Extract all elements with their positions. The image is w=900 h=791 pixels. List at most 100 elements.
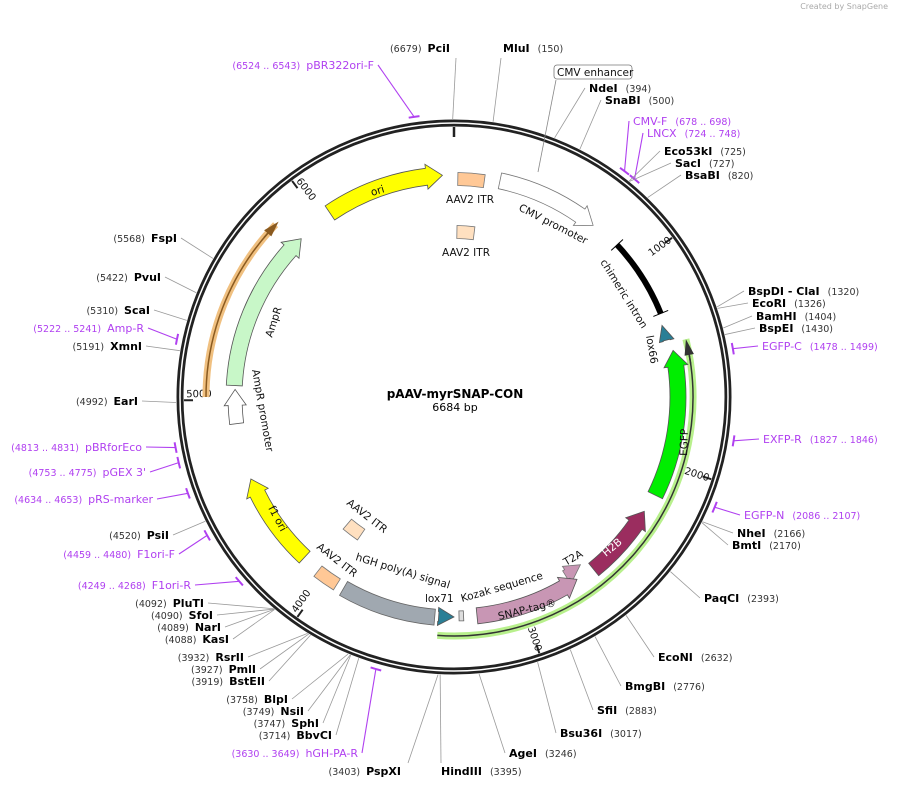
site-text[interactable]: NheI(2166) — [737, 527, 805, 540]
site-label[interactable]: BamHI(1404) — [756, 310, 836, 323]
primer-label[interactable]: EXFP-R(1827 .. 1846) — [763, 433, 878, 446]
site-text[interactable]: AgeI(3246) — [509, 747, 577, 760]
site-label[interactable]: BsaBI(820) — [685, 169, 753, 182]
primer-label[interactable]: (3630 .. 3649)hGH-PA-R — [232, 747, 359, 760]
site-text[interactable]: Bsu36I(3017) — [560, 727, 642, 740]
site-label[interactable]: (5422)PvuI — [96, 271, 161, 284]
site-label[interactable]: (5568)FspI — [113, 232, 177, 245]
primer-text[interactable]: EXFP-R(1827 .. 1846) — [763, 433, 878, 446]
site-label[interactable]: (4520)PsiI — [109, 529, 169, 542]
site-text[interactable]: SfiI(2883) — [597, 704, 657, 717]
site-text[interactable]: (4992)EarI — [76, 395, 138, 408]
site-text[interactable]: BspEI(1430) — [759, 322, 833, 335]
lox66-marker[interactable] — [658, 324, 675, 344]
site-text[interactable]: Eco53kI(725) — [664, 145, 746, 158]
primer-label[interactable]: (4459 .. 4480)F1ori-F — [63, 548, 175, 561]
primer-text[interactable]: CMV-F(678 .. 698) — [633, 115, 731, 128]
site-text[interactable]: BamHI(1404) — [756, 310, 836, 323]
site-text[interactable]: (5191)XmnI — [73, 340, 142, 353]
primer-text[interactable]: EGFP-C(1478 .. 1499) — [762, 340, 878, 353]
ampr-arrow[interactable] — [225, 238, 302, 387]
site-label[interactable]: (4088)KasI — [165, 633, 229, 646]
site-label[interactable]: (3758)BlpI — [226, 693, 288, 706]
site-text[interactable]: SacI(727) — [675, 157, 735, 170]
primer-text[interactable]: (4249 .. 4268)F1ori-R — [78, 579, 191, 592]
primer-label[interactable]: (4753 .. 4775)pGEX 3' — [29, 466, 146, 479]
site-label[interactable]: BmgBI(2776) — [625, 680, 705, 693]
site-text[interactable]: (3747)SphI — [254, 717, 319, 730]
site-text[interactable]: BspDI - ClaI(1320) — [748, 285, 859, 298]
site-label[interactable]: SnaBI(500) — [605, 94, 674, 107]
site-text[interactable]: MluI(150) — [503, 42, 563, 55]
primer-text[interactable]: (4634 .. 4653)pRS-marker — [14, 493, 153, 506]
primer-label[interactable]: (4634 .. 4653)pRS-marker — [14, 493, 153, 506]
primer-text[interactable]: (4753 .. 4775)pGEX 3' — [29, 466, 146, 479]
site-label[interactable]: (3403)PspXI — [329, 765, 401, 778]
site-text[interactable]: (6679)PciI — [390, 42, 450, 55]
site-label[interactable]: NheI(2166) — [737, 527, 805, 540]
site-label[interactable]: (3919)BstEII — [192, 675, 265, 688]
site-label[interactable]: (4089)NarI — [157, 621, 221, 634]
aav2-itr-box-3[interactable] — [342, 518, 366, 541]
primer-text[interactable]: (4459 .. 4480)F1ori-F — [63, 548, 175, 561]
site-text[interactable]: EcoRI(1326) — [752, 297, 826, 310]
kozak-box[interactable] — [458, 610, 465, 622]
site-text[interactable]: (3927)PmlI — [191, 663, 256, 676]
primer-text[interactable]: (6524 .. 6543)pBR322ori-F — [232, 59, 374, 72]
site-text[interactable]: (4520)PsiI — [109, 529, 169, 542]
site-text[interactable]: (3749)NsiI — [243, 705, 304, 718]
site-label[interactable]: MluI(150) — [503, 42, 563, 55]
site-label[interactable]: EcoNI(2632) — [658, 651, 732, 664]
aav2-itr-box-2[interactable] — [313, 565, 341, 591]
site-text[interactable]: (3932)RsrII — [178, 651, 244, 664]
primer-label[interactable]: (5222 .. 5241)Amp-R — [33, 322, 144, 335]
site-text[interactable]: (4092)PluTI — [135, 597, 204, 610]
site-text[interactable]: (5422)PvuI — [96, 271, 161, 284]
site-label[interactable]: SacI(727) — [675, 157, 735, 170]
primer-label[interactable]: (4249 .. 4268)F1ori-R — [78, 579, 191, 592]
site-label[interactable]: (3714)BbvCI — [259, 729, 332, 742]
site-text[interactable]: HindIII(3395) — [441, 765, 522, 778]
hgh-polya-box[interactable] — [338, 580, 436, 626]
site-text[interactable]: EcoNI(2632) — [658, 651, 732, 664]
primer-label[interactable]: CMV-F(678 .. 698) — [633, 115, 731, 128]
site-label[interactable]: (4092)PluTI — [135, 597, 204, 610]
site-label[interactable]: (4090)SfoI — [151, 609, 213, 622]
site-label[interactable]: NdeI(394) — [589, 82, 651, 95]
primer-text[interactable]: (3630 .. 3649)hGH-PA-R — [232, 747, 359, 760]
site-text[interactable]: (5568)FspI — [113, 232, 177, 245]
site-text[interactable]: (4089)NarI — [157, 621, 221, 634]
site-label[interactable]: BspDI - ClaI(1320) — [748, 285, 859, 298]
site-text[interactable]: (3714)BbvCI — [259, 729, 332, 742]
f1-ori-arrow[interactable] — [246, 478, 311, 564]
primer-text[interactable]: (4813 .. 4831)pBRforEco — [11, 441, 142, 454]
primer-label[interactable]: (6524 .. 6543)pBR322ori-F — [232, 59, 374, 72]
site-label[interactable]: (4992)EarI — [76, 395, 138, 408]
site-text[interactable]: NdeI(394) — [589, 82, 651, 95]
egfp-arrow[interactable] — [647, 349, 689, 500]
primer-label[interactable]: LNCX(724 .. 748) — [647, 127, 740, 140]
site-label[interactable]: AgeI(3246) — [509, 747, 577, 760]
aav2-itr-inner-box[interactable] — [456, 225, 476, 241]
site-text[interactable]: PaqCI(2393) — [704, 592, 779, 605]
site-label[interactable]: (6679)PciI — [390, 42, 450, 55]
site-label[interactable]: (3749)NsiI — [243, 705, 304, 718]
primer-text[interactable]: (5222 .. 5241)Amp-R — [33, 322, 144, 335]
primer-label[interactable]: (4813 .. 4831)pBRforEco — [11, 441, 142, 454]
lox71-marker[interactable] — [436, 606, 455, 627]
site-label[interactable]: (5191)XmnI — [73, 340, 142, 353]
site-label[interactable]: PaqCI(2393) — [704, 592, 779, 605]
cmv-promoter-arrow[interactable] — [497, 172, 594, 226]
site-text[interactable]: (3919)BstEII — [192, 675, 265, 688]
site-text[interactable]: (3758)BlpI — [226, 693, 288, 706]
site-text[interactable]: SnaBI(500) — [605, 94, 674, 107]
ampr-promoter-arrow[interactable] — [223, 388, 247, 425]
primer-label[interactable]: EGFP-N(2086 .. 2107) — [744, 509, 860, 522]
site-text[interactable]: BmtI(2170) — [732, 539, 801, 552]
site-label[interactable]: EcoRI(1326) — [752, 297, 826, 310]
site-label[interactable]: Eco53kI(725) — [664, 145, 746, 158]
site-label[interactable]: (3747)SphI — [254, 717, 319, 730]
site-text[interactable]: BsaBI(820) — [685, 169, 753, 182]
primer-text[interactable]: LNCX(724 .. 748) — [647, 127, 740, 140]
aav2-itr-box[interactable] — [457, 172, 486, 189]
